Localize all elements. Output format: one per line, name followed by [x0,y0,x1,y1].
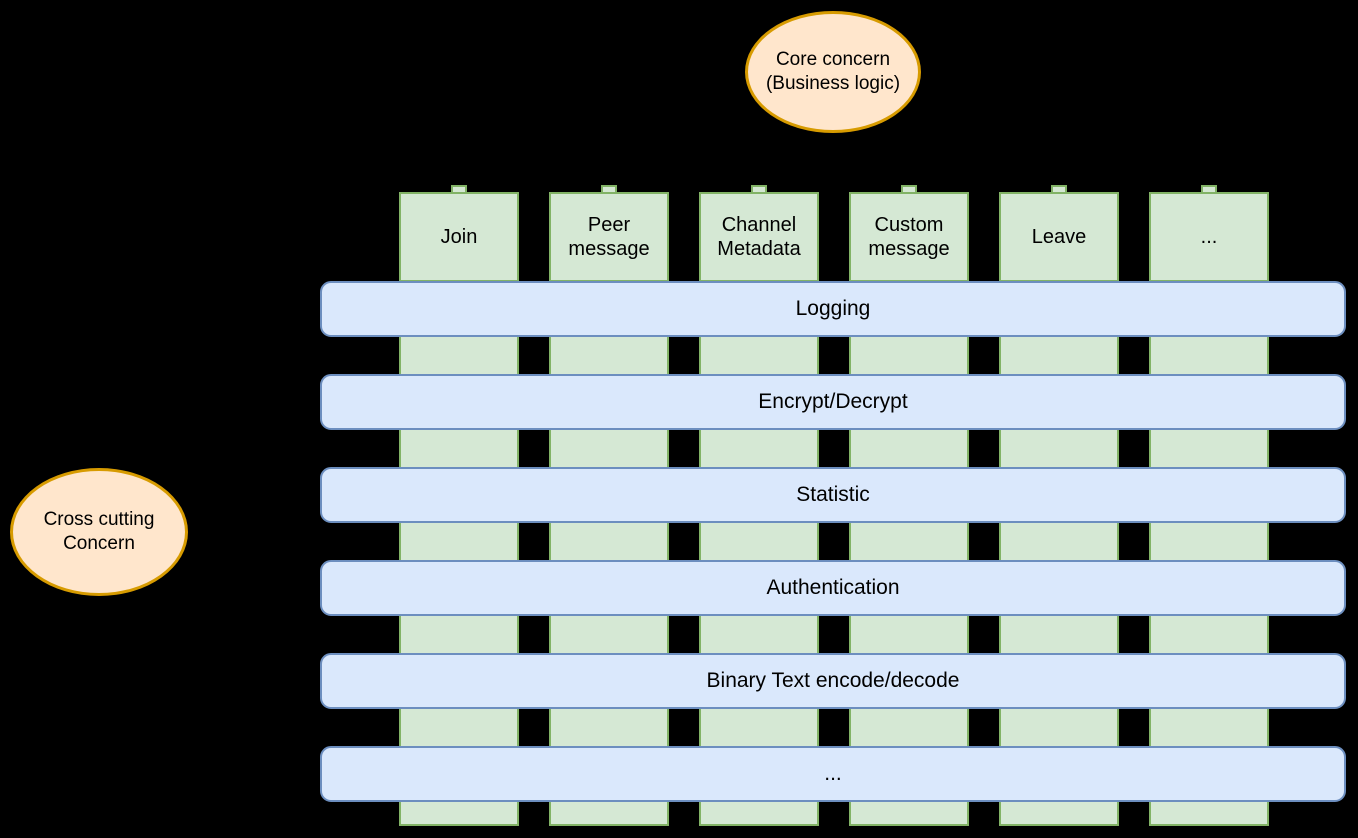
column-connector-notch [751,185,767,192]
cross-cutting-concern-bar[interactable]: Logging [320,281,1346,337]
core-concern-column [699,280,819,826]
cross-cutting-concern-ellipse[interactable]: Cross cutting Concern [10,468,188,596]
cross-cutting-concern-bar[interactable]: Statistic [320,467,1346,523]
core-concern-column [849,280,969,826]
cross-cutting-concern-bar-label: ... [824,762,842,785]
core-concern-box[interactable]: Join [399,192,519,282]
core-concern-column [399,280,519,826]
cross-cutting-concern-bar[interactable]: ... [320,746,1346,802]
column-connector-notch [1051,185,1067,192]
core-concern-box-label: ... [1200,225,1218,248]
cross-cutting-concern-bar-label: Encrypt/Decrypt [758,390,908,413]
core-concern-box-label: Peer message [568,213,650,260]
core-concern-box[interactable]: Peer message [549,192,669,282]
core-concern-box[interactable]: Leave [999,192,1119,282]
core-concern-column [1149,280,1269,826]
core-concern-box-label: Channel Metadata [717,213,801,260]
core-concern-box[interactable]: Custom message [849,192,969,282]
core-concern-box[interactable]: Channel Metadata [699,192,819,282]
column-connector-notch [451,185,467,192]
core-concern-column [549,280,669,826]
cross-cutting-concern-bar[interactable]: Binary Text encode/decode [320,653,1346,709]
cross-cutting-concern-bar[interactable]: Encrypt/Decrypt [320,374,1346,430]
column-connector-notch [901,185,917,192]
column-connector-notch [601,185,617,192]
cross-cutting-concern-bar-label: Binary Text encode/decode [706,669,960,692]
core-concern-box-label: Join [440,225,478,248]
core-concern-ellipse[interactable]: Core concern (Business logic) [745,11,921,133]
cross-cutting-concern-bar-label: Statistic [796,483,870,506]
cross-cutting-concern-bar[interactable]: Authentication [320,560,1346,616]
cross-cutting-concern-label: Cross cutting Concern [43,508,155,554]
column-connector-notch [1201,185,1217,192]
core-concern-label: Core concern (Business logic) [765,48,901,94]
cross-cutting-concern-bar-label: Authentication [766,576,900,599]
cross-cutting-concern-bar-label: Logging [795,297,871,320]
core-concern-box-label: Custom message [868,213,950,260]
core-concern-box[interactable]: ... [1149,192,1269,282]
core-concern-box-label: Leave [1031,225,1087,248]
core-concern-column [999,280,1119,826]
